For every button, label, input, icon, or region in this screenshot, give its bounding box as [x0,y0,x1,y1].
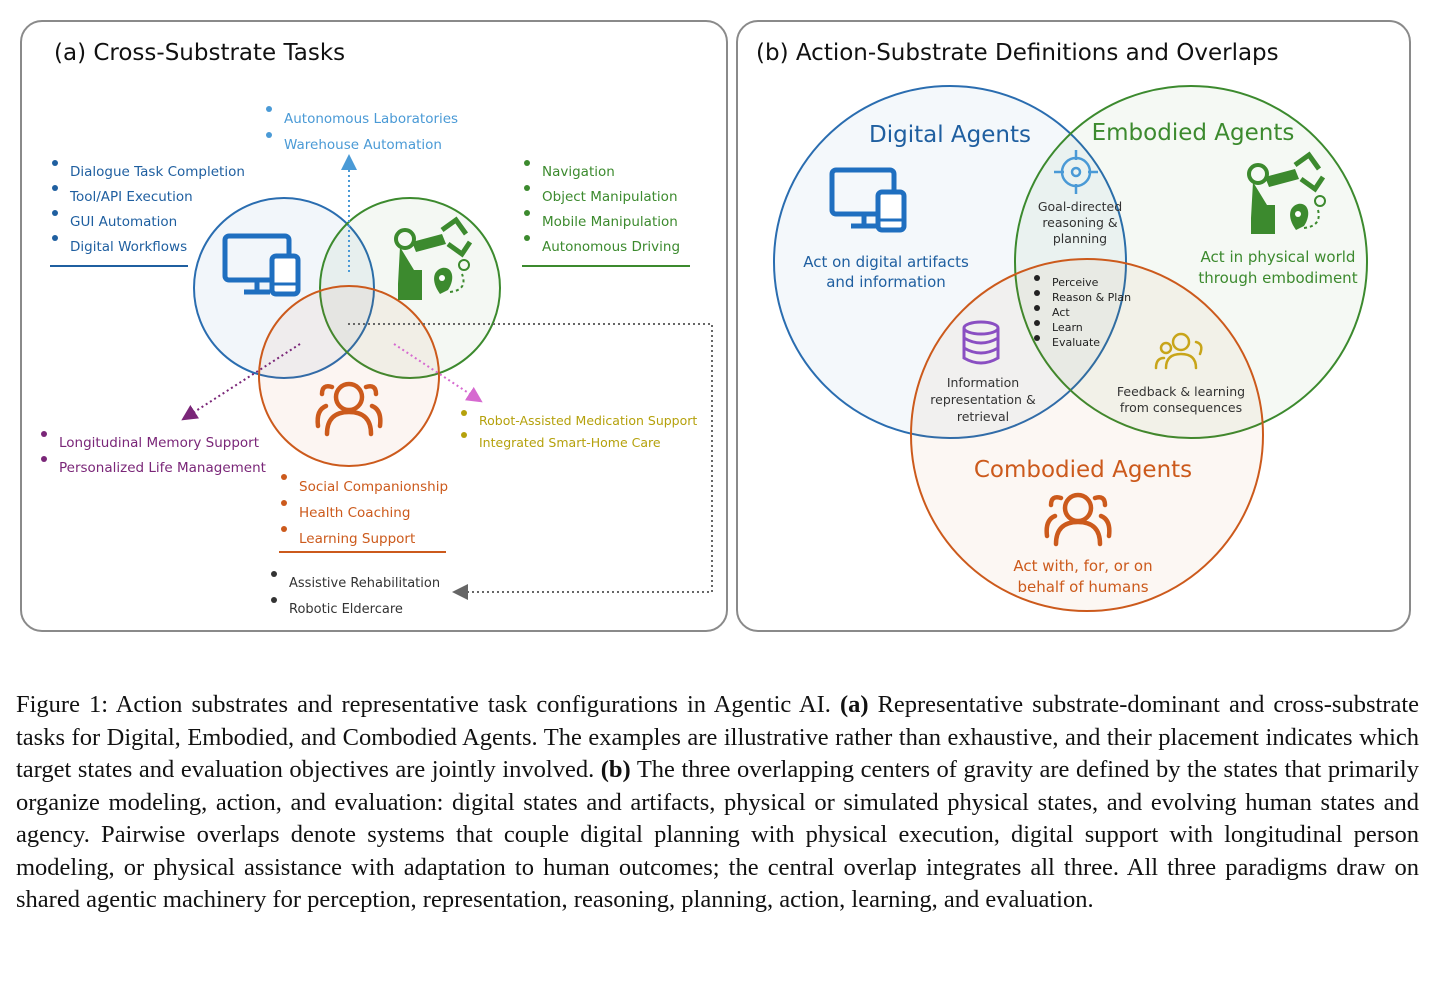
robot-arm-icon [1247,151,1326,234]
list-item: Tool/API Execution [50,185,245,210]
list-top-center: Autonomous Laboratories Warehouse Automa… [264,106,458,158]
caption-b-text: The three overlapping centers of gravity… [16,756,1419,913]
arrow-grey [348,323,713,600]
digital-agents-title: Digital Agents [869,122,1031,148]
list-item: Navigation [522,160,680,185]
monitor-phone-icon [222,233,301,297]
list-digital: Dialogue Task Completion Tool/API Execut… [50,160,245,260]
list-item: Longitudinal Memory Support [39,431,266,456]
list-embodied: Navigation Object Manipulation Mobile Ma… [522,160,680,260]
list-item: Evaluate [1032,335,1131,350]
figure-caption: Figure 1: Action substrates and represen… [16,689,1419,917]
list-item: Personalized Life Management [39,456,266,481]
list-item: Social Companionship [279,474,448,500]
list-item: Warehouse Automation [264,132,458,158]
digital-rule [50,265,188,267]
list-item: Mobile Manipulation [522,210,680,235]
embodied-agents-title: Embodied Agents [1091,120,1295,146]
people-group-icon [1044,492,1112,547]
list-item: Autonomous Laboratories [264,106,458,132]
robot-arm-icon [394,216,473,300]
list-item: Assistive Rehabilitation [269,571,440,597]
embodied-agents-desc: Act in physical world through embodiment [1198,248,1358,287]
list-item: Learning Support [279,526,448,552]
combodied-agents-desc: Act with, for, or on behalf of humans [1013,557,1153,596]
list-item: Digital Workflows [50,235,245,260]
combodied-rule [279,551,446,553]
list-item: GUI Automation [50,210,245,235]
people-icon [1154,332,1203,370]
caption-a-text: Representative substrate-dominant and cr… [16,691,1419,783]
caption-b-label: (b) [600,756,631,783]
list-item: Perceive [1032,275,1131,290]
list-item: Health Coaching [279,500,448,526]
panel-a: (a) Cross-Substrate Tasks [20,20,728,632]
list-digital-combodied: Longitudinal Memory Support Personalized… [39,431,266,481]
list-item: Robotic Eldercare [269,597,440,623]
list-item: Integrated Smart-Home Care [459,432,697,454]
list-item: Object Manipulation [522,185,680,210]
caption-lead: Figure 1: Action substrates and represen… [16,691,831,718]
list-item: Dialogue Task Completion [50,160,245,185]
list-item: Robot-Assisted Medication Support [459,410,697,432]
list-embodied-combodied: Robot-Assisted Medication Support Integr… [459,410,697,454]
panel-b: (b) Action-Substrate Definitions and Ove… [736,20,1411,632]
arrow-purple [181,343,301,421]
overlap-embodied-combodied: Feedback & learning from consequences [1116,384,1246,415]
list-item: Learn [1032,320,1131,335]
list-item: Autonomous Driving [522,235,680,260]
people-group-icon [315,381,383,437]
combodied-circle [258,285,440,467]
caption-a-label: (a) [839,691,869,718]
panel-a-title: (a) Cross-Substrate Tasks [54,40,346,66]
list-item: Reason & Plan [1032,290,1131,305]
overlap-digital-embodied: Goal-directed reasoning & planning [1037,199,1123,246]
overlap-digital-combodied: Information representation & retrieval [930,375,1036,424]
center-list: Perceive Reason & Plan Act Learn Evaluat… [1032,275,1131,350]
list-combodied: Social Companionship Health Coaching Lea… [279,474,448,552]
panel-a-venn [181,154,713,600]
monitor-phone-icon [829,167,907,233]
list-item: Act [1032,305,1131,320]
target-icon [1054,150,1098,194]
panel-b-title: (b) Action-Substrate Definitions and Ove… [756,40,1279,66]
digital-agents-desc: Act on digital artifacts and information [803,253,969,291]
combodied-agents-title: Combodied Agents [973,457,1193,483]
embodied-rule [522,265,690,267]
panel-b-venn [773,85,1368,612]
database-icon [962,320,1000,365]
list-all-three: Assistive Rehabilitation Robotic Elderca… [269,571,440,623]
arrow-pink [393,343,483,403]
